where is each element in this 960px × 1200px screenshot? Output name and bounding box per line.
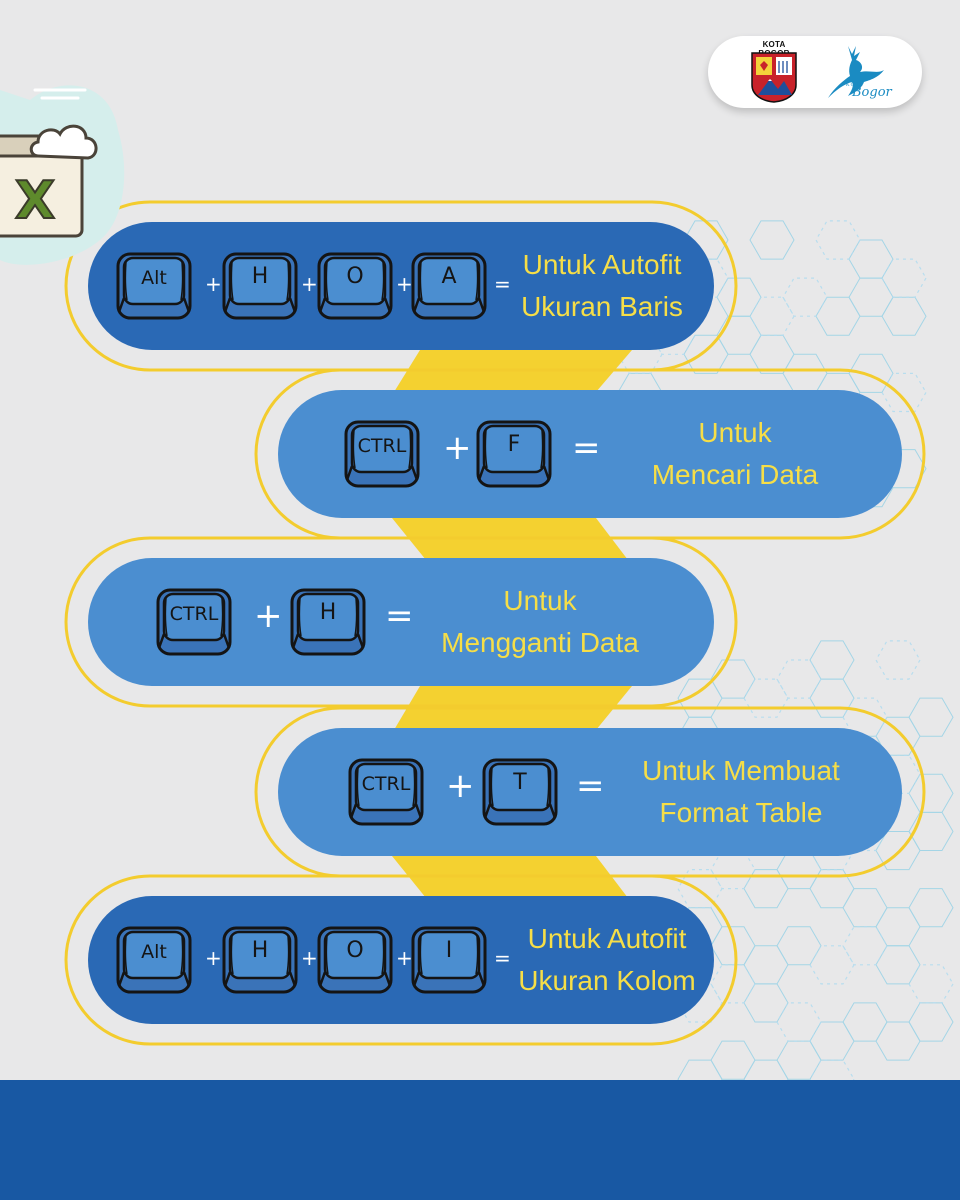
key-o: O [317,926,393,994]
shortcut-description: Untuk Membuat Format Table [642,755,840,828]
footer-band [0,1080,960,1200]
key-ctrl: CTRL [156,588,232,656]
shortcut-row-replace-data: CTRL + H = Untuk Mengganti Data [88,558,714,686]
key-o: O [317,252,393,320]
equals-sign: = [385,596,414,636]
key-i: I [411,926,487,994]
shortcut-description: Untuk Mengganti Data [441,585,639,658]
plus-sign: + [446,766,475,806]
excel-icon: X [0,85,125,265]
shortcut-row-format-table: CTRL + T = Untuk Membuat Format Table [278,728,902,856]
key-alt: Alt [116,252,192,320]
shortcut-description: Untuk Autofit Ukuran Kolom [518,923,696,996]
plus-sign: + [301,272,318,296]
equals-sign: = [576,766,605,806]
bogor-deer-logo: KOTA Bogor [818,40,898,104]
shortcut-row-autofit-row: Alt + H + O + A = Untuk Autofit Ukuran B… [88,222,714,350]
plus-sign: + [205,272,222,296]
shortcut-row-autofit-column: Alt + H + O + I = Untuk Autofit Ukuran K… [88,896,714,1024]
plus-sign: + [443,428,472,468]
shortcut-row-find-data: CTRL + F = Untuk Mencari Data [278,390,902,518]
key-ctrl: CTRL [344,420,420,488]
plus-sign: + [396,272,413,296]
equals-sign: = [494,946,511,970]
equals-sign: = [494,272,511,296]
plus-sign: + [396,946,413,970]
kota-bogor-crest-logo: KOTA BOGOR [746,40,802,104]
shortcut-description: Untuk Mencari Data [651,417,819,490]
deer-logo-kota: KOTA [846,83,864,88]
deer-logo-wordmark: Bogor [852,85,892,100]
key-ctrl: CTRL [348,758,424,826]
key-h: H [222,926,298,994]
key-t: T [482,758,558,826]
plus-sign: + [205,946,222,970]
key-a: A [411,252,487,320]
key-f: F [476,420,552,488]
key-h: H [290,588,366,656]
svg-text:X: X [15,171,55,231]
equals-sign: = [572,428,601,468]
logo-card: KOTA BOGOR KOTA Bogor [708,36,922,108]
shortcut-description: Untuk Autofit Ukuran Baris [521,249,683,322]
plus-sign: + [301,946,318,970]
plus-sign: + [254,596,283,636]
key-h: H [222,252,298,320]
key-alt: Alt [116,926,192,994]
